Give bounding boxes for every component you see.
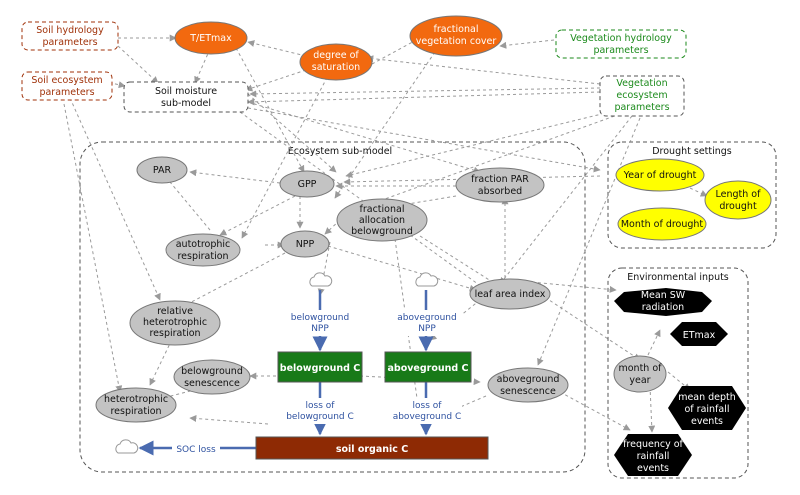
- autotrophic-respiration-node: [165, 233, 241, 267]
- aboveground-senescence-node: [487, 367, 569, 403]
- soil-hydrology-parameters-box: [21, 21, 119, 51]
- svg-text:aboveground C: aboveground C: [388, 363, 469, 374]
- par-node: [136, 156, 188, 184]
- mean-sw-radiation-node: [614, 288, 712, 316]
- fraction-par-absorbed-node: [455, 167, 545, 203]
- ecosystem-submodel-group: [79, 141, 586, 473]
- environmental-inputs-group: [607, 267, 749, 479]
- belowground-c-pool: [277, 351, 363, 383]
- month-of-drought-node: [617, 207, 707, 241]
- svg-text:ETmax: ETmax: [683, 330, 716, 341]
- soil-organic-c-pool: [255, 436, 489, 460]
- leaf-area-index-node: [469, 278, 551, 310]
- fractional-vegetation-cover-node: [409, 15, 503, 57]
- gpp-node: [279, 170, 335, 198]
- aboveground-c-pool: [384, 351, 472, 383]
- degree-of-saturation-node: [299, 43, 373, 81]
- svg-text:GPP: GPP: [298, 179, 317, 190]
- cloud-icon: [415, 272, 439, 287]
- vegetation-ecosystem-parameters-box: [599, 75, 685, 117]
- svg-text:T/ETmax: T/ETmax: [189, 33, 232, 44]
- heterotrophic-respiration-node: [95, 387, 177, 423]
- svg-text:Year of drought: Year of drought: [623, 170, 697, 181]
- drought-group-title: Drought settings: [652, 146, 732, 157]
- t-etmax-node: [174, 21, 248, 55]
- source-clouds: [115, 272, 439, 454]
- drought-nodes: [615, 158, 772, 241]
- year-of-drought-node: [615, 158, 705, 192]
- group-containers: Ecosystem sub-model Drought settings Env…: [79, 141, 777, 479]
- ecosystem-group-title: Ecosystem sub-model: [288, 146, 392, 157]
- svg-text:soil organic C: soil organic C: [336, 444, 408, 455]
- soil-ecosystem-parameters-box: [21, 71, 113, 101]
- svg-text:Month of drought: Month of drought: [621, 219, 704, 230]
- svg-text:SOC loss: SOC loss: [176, 445, 216, 455]
- svg-text:leaf area index: leaf area index: [475, 289, 546, 300]
- month-of-year-node: [613, 355, 667, 393]
- ecosystem-nodes: [95, 156, 569, 423]
- vegetation-hydrology-parameters-box: [555, 29, 687, 59]
- fractional-allocation-belowground-node: [336, 198, 428, 242]
- soil-moisture-submodel-box: [123, 81, 249, 113]
- svg-text:belowground C: belowground C: [280, 363, 360, 374]
- npp-node: [280, 230, 330, 258]
- drought-settings-group: [607, 141, 777, 249]
- mean-depth-rainfall-node: [668, 386, 746, 430]
- cloud-icon: [309, 272, 333, 287]
- svg-text:PAR: PAR: [153, 165, 172, 176]
- relative-heterotrophic-respiration-node: [129, 300, 221, 346]
- svg-text:NPP: NPP: [296, 239, 315, 250]
- environmental-group-title: Environmental inputs: [627, 272, 729, 283]
- length-of-drought-node: [704, 180, 772, 220]
- cloud-icon: [115, 439, 139, 454]
- carbon-pools: belowground C aboveground C soil organic…: [255, 351, 489, 460]
- belowground-senescence-node: [173, 359, 251, 395]
- frequency-rainfall-node: [614, 434, 692, 476]
- etmax-node: [670, 322, 728, 346]
